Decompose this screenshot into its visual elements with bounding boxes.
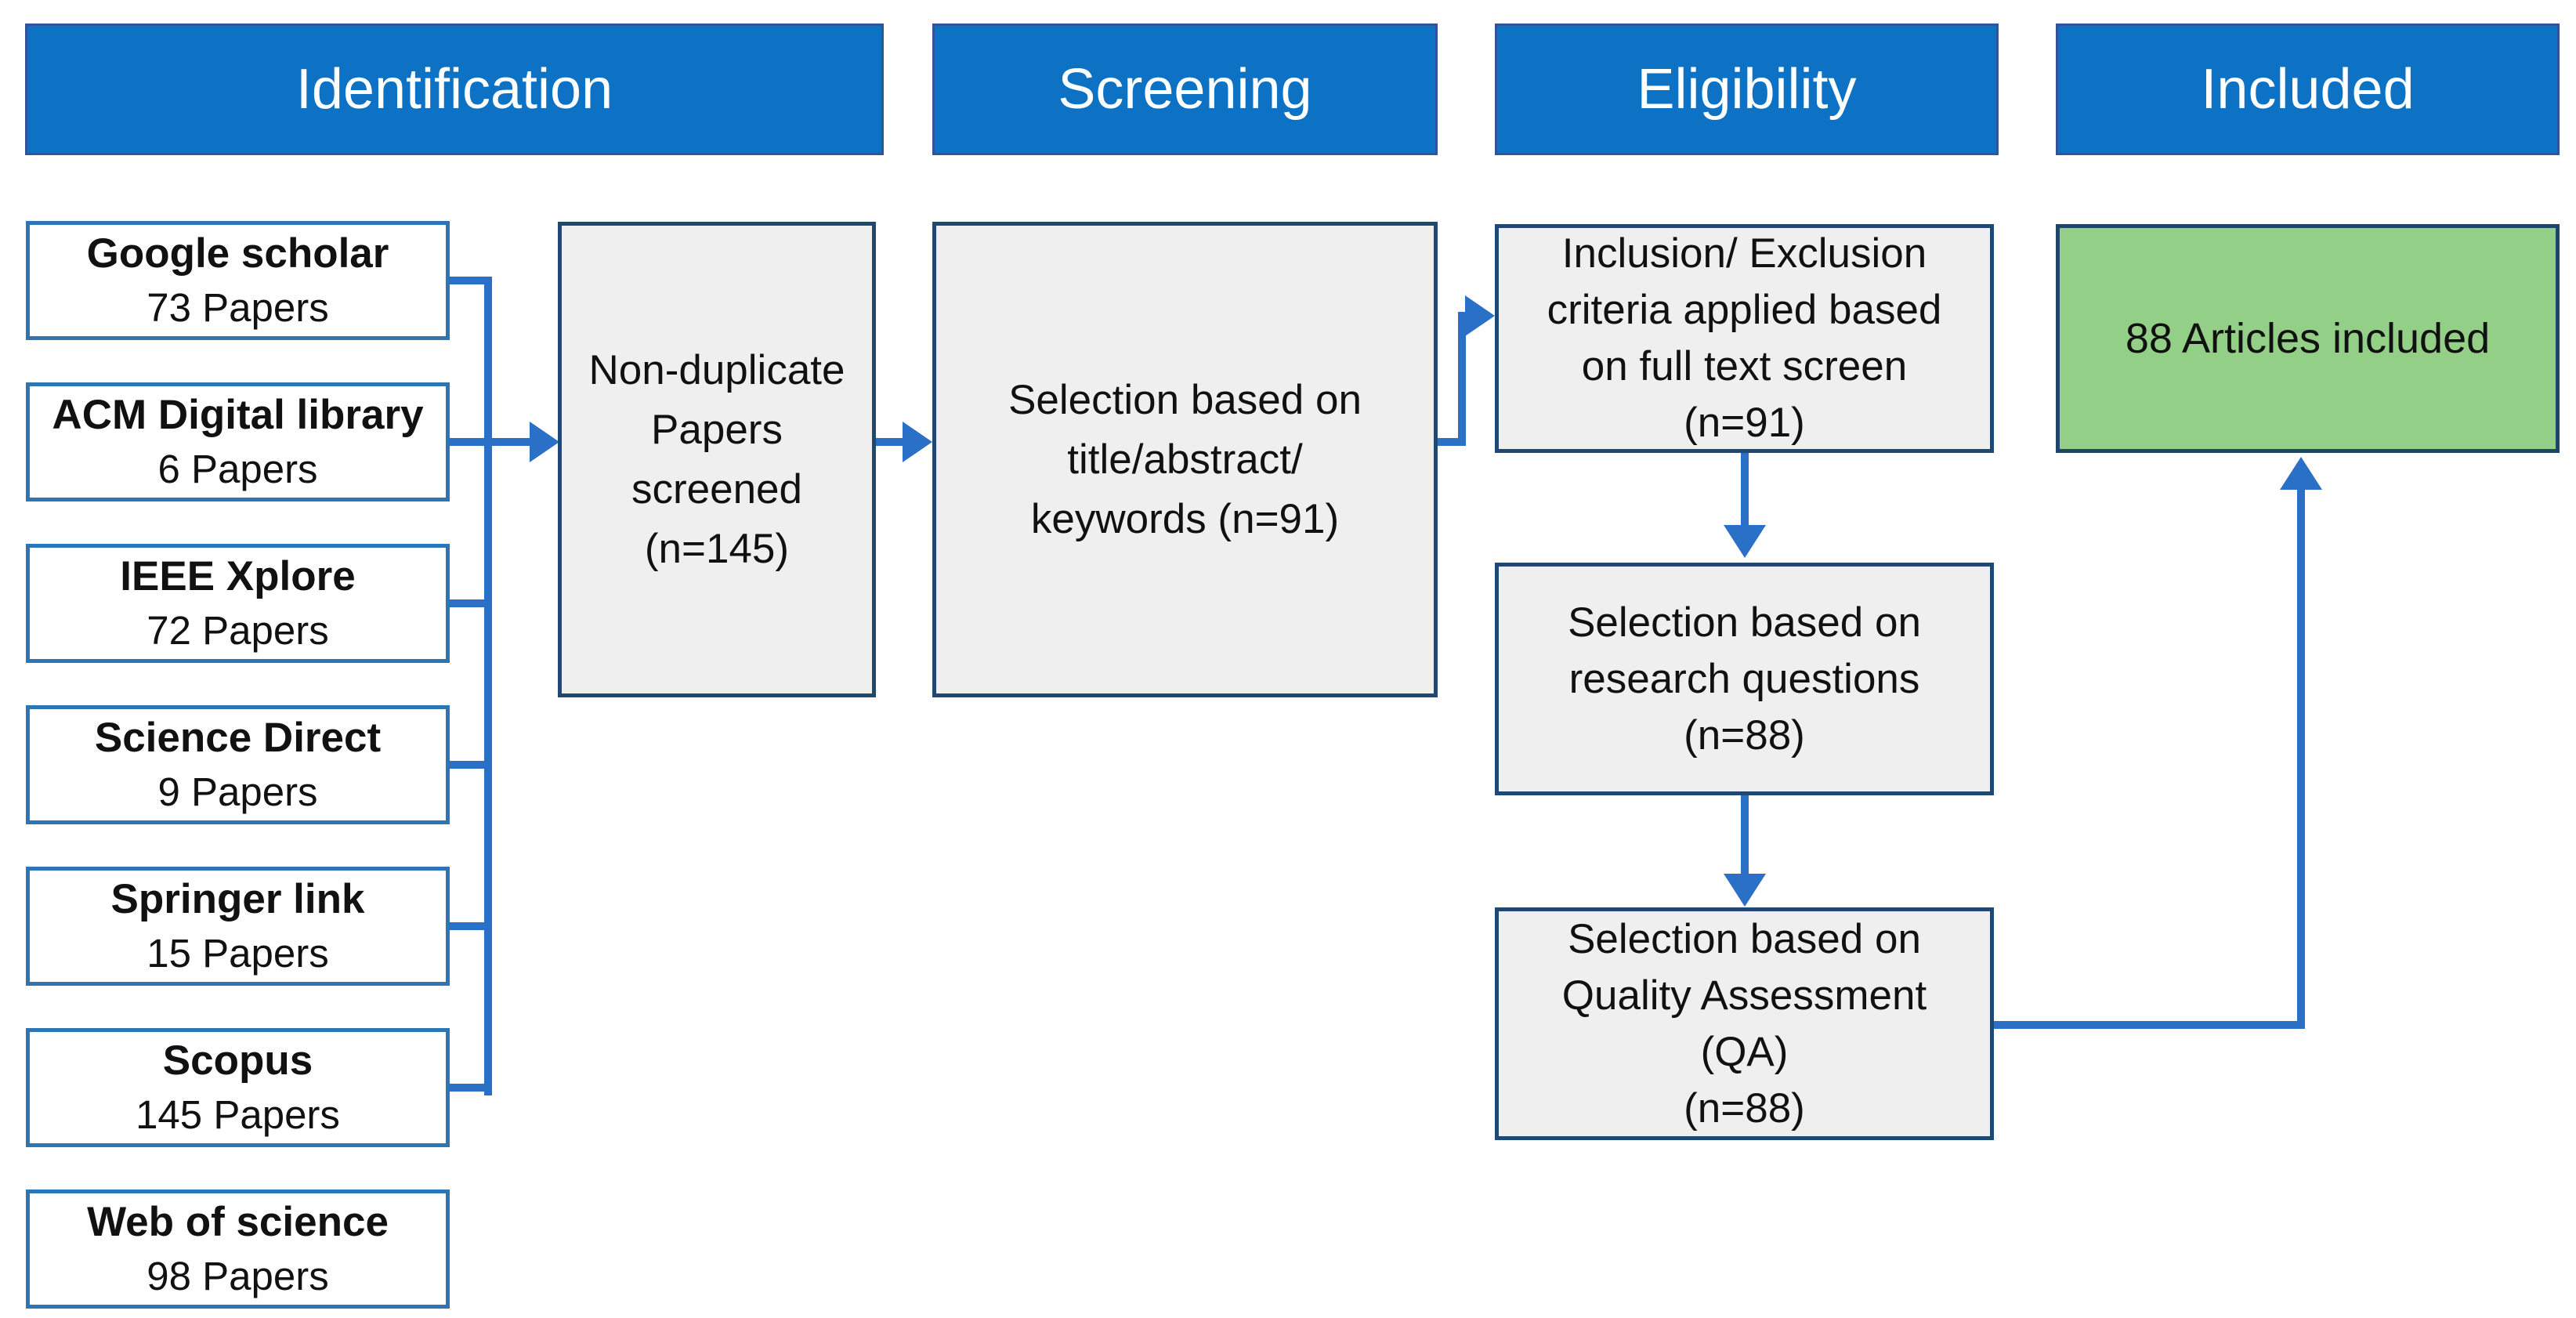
stage-box-inclusion-exclusion: Inclusion/ Exclusion criteria applied ba…: [1495, 224, 1994, 453]
connector-stub-ieee-xplore: [449, 599, 488, 607]
arrowhead-into-inclusion-exclusion: [1465, 295, 1497, 336]
source-count: 145 Papers: [136, 1092, 340, 1137]
source-count: 9 Papers: [157, 769, 318, 814]
connector-inclusion-to-researchq: [1741, 453, 1749, 525]
source-count: 98 Papers: [147, 1254, 329, 1298]
arrowhead-into-included: [2280, 454, 2322, 490]
connector-qa-elbow-h: [1994, 1021, 2305, 1029]
source-name: Scopus: [162, 1037, 313, 1084]
stage-box-title-abstract-selection: Selection based on title/abstract/ keywo…: [932, 222, 1438, 697]
source-name: IEEE Xplore: [120, 553, 356, 599]
header-eligibility: Eligibility: [1495, 24, 1999, 155]
connector-selection-elbow-v: [1458, 312, 1466, 446]
source-box-science-direct: Science Direct 9 Papers: [26, 705, 450, 824]
stage-box-quality-assessment: Selection based on Quality Assessment (Q…: [1495, 907, 1994, 1140]
connector-selection-elbow-h2: [1458, 312, 1467, 320]
connector-sources-to-nonduplicate: [449, 438, 531, 446]
source-count: 72 Papers: [147, 608, 329, 653]
connector-researchq-to-qa: [1741, 795, 1749, 874]
connector-sources-trunk: [484, 277, 492, 1095]
connector-stub-science-direct: [449, 761, 488, 769]
source-box-web-of-science: Web of science 98 Papers: [26, 1189, 450, 1309]
source-box-scopus: Scopus 145 Papers: [26, 1028, 450, 1147]
arrowhead-into-selection: [903, 422, 935, 462]
source-name: Springer link: [110, 876, 365, 922]
connector-stub-scopus: [449, 1084, 488, 1092]
connector-selection-elbow-h1: [1438, 438, 1466, 446]
source-box-springer-link: Springer link 15 Papers: [26, 867, 450, 986]
connector-nonduplicate-to-selection: [876, 438, 904, 446]
source-count: 73 Papers: [147, 285, 329, 330]
stage-box-research-questions: Selection based on research questions (n…: [1495, 563, 1994, 795]
source-name: Web of science: [87, 1199, 389, 1245]
source-count: 15 Papers: [147, 931, 329, 976]
connector-stub-springer-link: [449, 922, 488, 930]
connector-stub-google-scholar: [449, 277, 488, 284]
header-included: Included: [2056, 24, 2560, 155]
source-box-ieee-xplore: IEEE Xplore 72 Papers: [26, 544, 450, 663]
included-articles-box: 88 Articles included: [2056, 224, 2560, 453]
source-name: ACM Digital library: [52, 392, 424, 438]
header-screening: Screening: [932, 24, 1438, 155]
source-name: Google scholar: [86, 230, 389, 277]
arrowhead-into-qa: [1724, 874, 1766, 909]
source-name: Science Direct: [94, 715, 382, 761]
source-box-acm-digital-library: ACM Digital library 6 Papers: [26, 382, 450, 501]
source-count: 6 Papers: [157, 447, 318, 491]
source-box-google-scholar: Google scholar 73 Papers: [26, 221, 450, 340]
header-identification: Identification: [25, 24, 884, 155]
arrowhead-into-researchq: [1724, 525, 1766, 560]
arrowhead-into-nonduplicate: [530, 422, 562, 462]
connector-qa-elbow-v: [2297, 486, 2305, 1029]
stage-box-non-duplicate-screened: Non-duplicate Papers screened (n=145): [558, 222, 876, 697]
